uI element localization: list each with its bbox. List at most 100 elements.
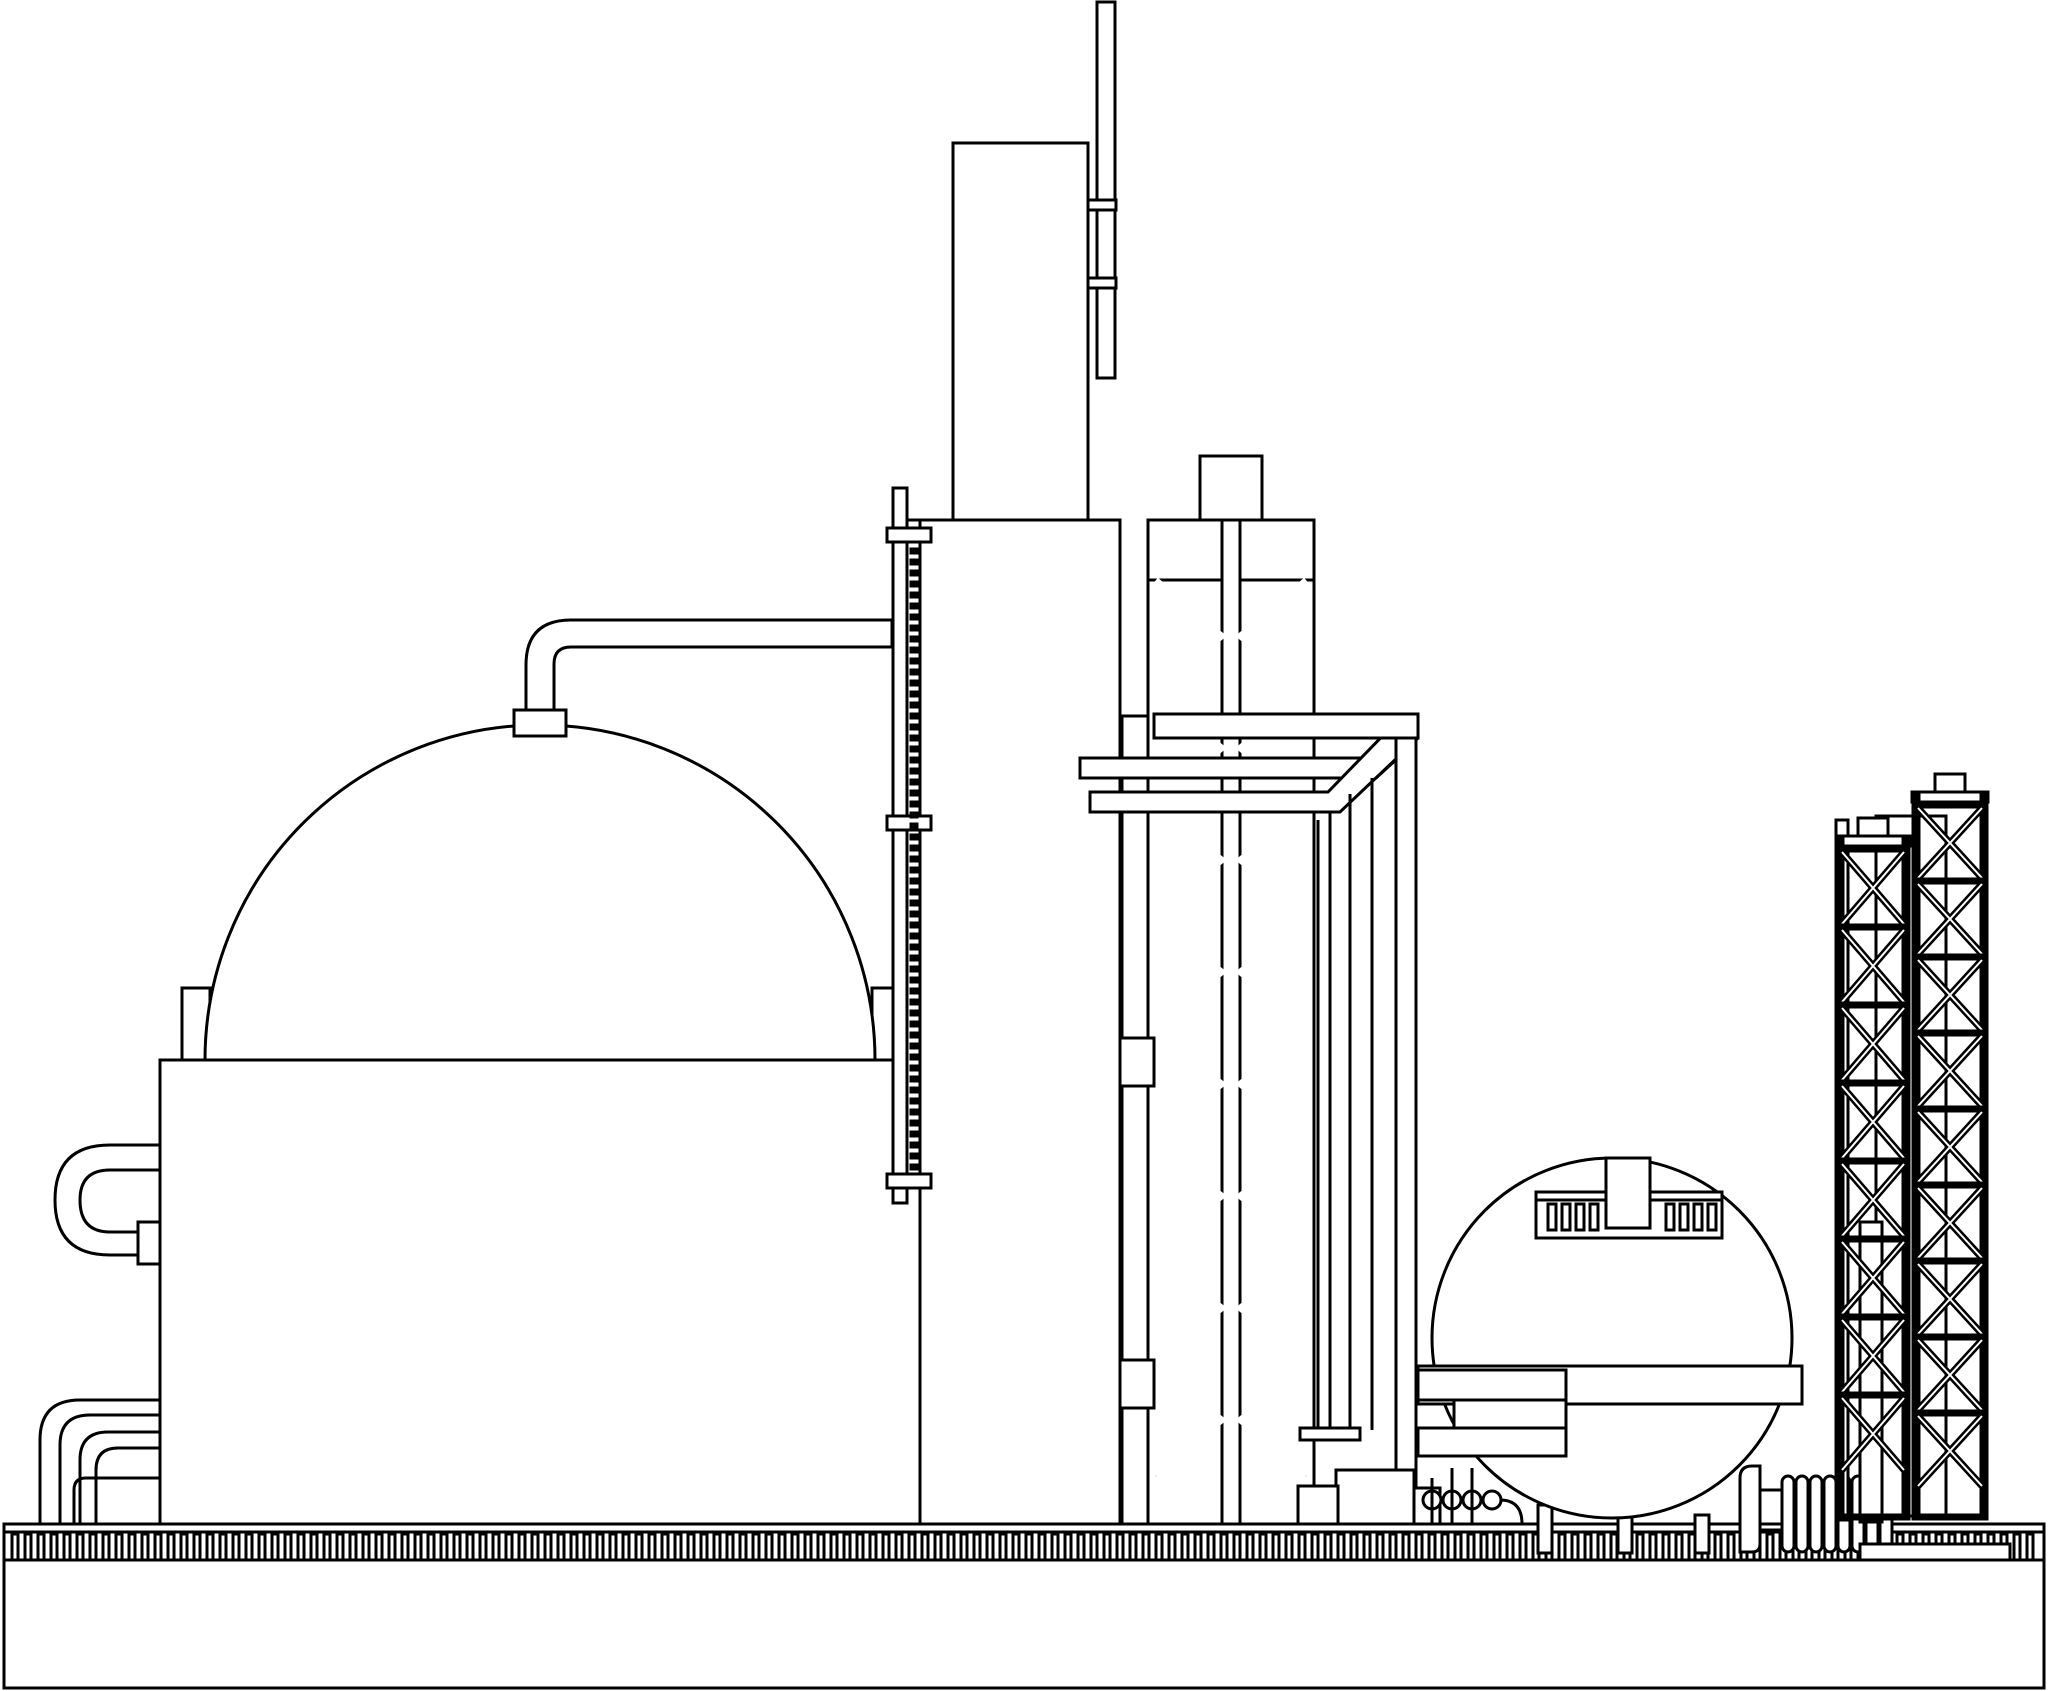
truss-cap: [1856, 816, 1890, 838]
ladder-rung: [909, 701, 919, 709]
railing-picket: [946, 1532, 956, 1562]
ladder-rung: [909, 1009, 919, 1017]
ladder-rung: [909, 822, 919, 830]
ladder-rung: [909, 657, 919, 665]
railing-picket: [1505, 1532, 1515, 1562]
left-side-pipes: [38, 1143, 164, 1524]
ladder-rung: [909, 855, 919, 863]
railing-picket: [1362, 1532, 1372, 1562]
ladder-rung: [909, 547, 919, 555]
ladder-rung: [909, 679, 919, 687]
tall-column: [918, 0, 1122, 1526]
railing-picket: [1388, 1532, 1398, 1562]
truss-bottom-plate: [1835, 1513, 1911, 1521]
ladder-rung: [909, 910, 919, 918]
truss-brace-highlight: [1917, 1187, 1983, 1259]
truss-crossbar: [1911, 1181, 1989, 1189]
railing-picket: [712, 1532, 722, 1562]
ladder-rung: [909, 998, 919, 1006]
ladder-rung: [909, 1053, 919, 1061]
railing-picket: [699, 1532, 709, 1562]
railing-picket: [569, 1532, 579, 1562]
railing-picket: [1076, 1532, 1086, 1562]
railing-picket: [2012, 1532, 2022, 1562]
railing-picket: [894, 1532, 904, 1562]
truss-crossbar: [1835, 1235, 1911, 1243]
railing-picket: [582, 1532, 592, 1562]
railing-picket: [1726, 1532, 1736, 1562]
truss-crossbar: [1911, 877, 1989, 885]
sphere-rail-post: [1678, 1202, 1690, 1232]
ladder-rung: [909, 569, 919, 577]
railing-picket: [1011, 1532, 1021, 1562]
ladder-rung: [909, 734, 919, 742]
railing-picket: [1284, 1532, 1294, 1562]
railing-picket: [127, 1532, 137, 1562]
railing-picket: [1245, 1532, 1255, 1562]
railing-picket: [322, 1532, 332, 1562]
railing-picket: [1583, 1532, 1593, 1562]
small-sphere-vessel: [1296, 1156, 1804, 1555]
railing-picket: [530, 1532, 540, 1562]
railing-picket: [842, 1532, 852, 1562]
truss-cap: [1933, 772, 1967, 794]
truss-top-plate: [1910, 790, 1990, 804]
sphere-rail-post: [1664, 1202, 1676, 1232]
railing-picket: [751, 1532, 761, 1562]
ladder-rung: [909, 888, 919, 896]
column-ladder: [885, 486, 933, 1205]
railing-picket: [1427, 1532, 1437, 1562]
railing-picket: [556, 1532, 566, 1562]
truss-crossbar: [1835, 923, 1911, 931]
railing-picket: [595, 1532, 605, 1562]
railing-picket: [1063, 1532, 1073, 1562]
railing-picket: [413, 1532, 423, 1562]
ladder-rung: [909, 624, 919, 632]
truss-brace-highlight: [1841, 929, 1905, 1003]
railing-picket: [114, 1532, 124, 1562]
ladder-rung: [909, 1031, 919, 1039]
railing-picket: [1323, 1532, 1333, 1562]
railing-picket: [1596, 1532, 1606, 1562]
ladder-rung: [909, 954, 919, 962]
coil-loop: [1794, 1474, 1810, 1554]
ladder-rung: [909, 1152, 919, 1160]
ladder-rung: [909, 1042, 919, 1050]
railing-picket: [348, 1532, 358, 1562]
railing-picket: [1310, 1532, 1320, 1562]
truss-brace-highlight: [1917, 1111, 1983, 1183]
truss-brace-highlight: [1841, 851, 1905, 925]
truss-crossbar: [1911, 1029, 1989, 1037]
railing-picket: [465, 1532, 475, 1562]
ladder-rung: [909, 690, 919, 698]
railing-picket: [790, 1532, 800, 1562]
truss-crossbar: [1835, 1391, 1911, 1399]
railing-picket: [803, 1532, 813, 1562]
truss-brace-highlight: [1917, 883, 1983, 955]
truss-tower-left: [1834, 816, 1912, 1521]
ladder-rung: [909, 844, 919, 852]
railing-picket: [426, 1532, 436, 1562]
railing-picket: [816, 1532, 826, 1562]
railing-picket: [907, 1532, 917, 1562]
truss-brace-highlight: [1917, 1035, 1983, 1107]
truss-brace-highlight: [1917, 1263, 1983, 1335]
ladder-rung: [909, 635, 919, 643]
coil-loop: [1808, 1474, 1824, 1554]
ladder-rung: [909, 976, 919, 984]
ladder-rung: [909, 877, 919, 885]
railing-picket: [1648, 1532, 1658, 1562]
truss-brace-highlight: [1917, 807, 1983, 879]
ladder-rung: [909, 899, 919, 907]
truss-crossbar: [1911, 1105, 1989, 1113]
railing-picket: [855, 1532, 865, 1562]
railing-picket: [374, 1532, 384, 1562]
railing-picket: [88, 1532, 98, 1562]
railing-picket: [2025, 1532, 2035, 1562]
railing-picket: [985, 1532, 995, 1562]
ladder-rung: [909, 943, 919, 951]
ladder-rung: [909, 789, 919, 797]
truss-brace-highlight: [1841, 1241, 1905, 1315]
base-platform: [2, 1522, 2046, 1690]
